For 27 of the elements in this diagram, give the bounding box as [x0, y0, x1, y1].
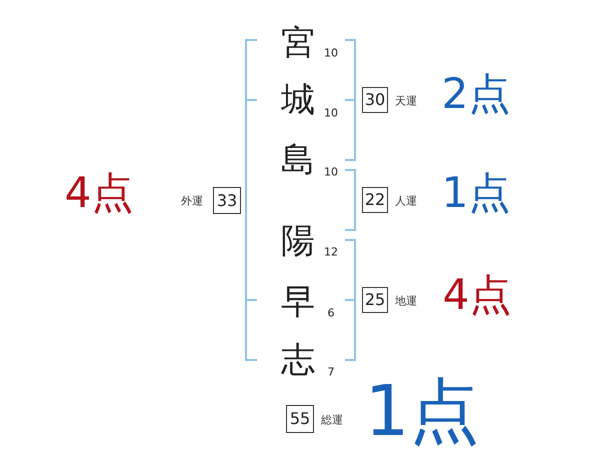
- name-character: 城: [281, 83, 315, 117]
- name-character: 早: [281, 285, 315, 319]
- score-box: 55: [286, 405, 314, 433]
- fortune-label: 外運: [181, 196, 203, 206]
- score-box: 33: [213, 187, 241, 214]
- stroke-count: 12: [324, 246, 338, 258]
- stroke-count: 7: [328, 366, 334, 378]
- score-points: 2点: [442, 73, 510, 115]
- stroke-count: 10: [324, 48, 338, 58]
- total-score-points: 1点: [364, 376, 480, 446]
- stroke-count: 6: [328, 308, 334, 318]
- name-character: 陽: [281, 224, 315, 258]
- score-points: 4点: [64, 172, 134, 214]
- stroke-count: 10: [324, 166, 338, 178]
- score-box: 22: [362, 187, 388, 213]
- score-box: 30: [362, 87, 388, 113]
- score-points: 4点: [442, 274, 512, 316]
- fortune-label: 人運: [395, 196, 417, 206]
- name-character: 志: [281, 343, 315, 377]
- fortune-label: 地運: [395, 296, 417, 306]
- name-character: 宮: [281, 26, 315, 60]
- name-character: 島: [281, 143, 315, 177]
- score-box: 25: [362, 287, 388, 313]
- fortune-label: 天運: [395, 96, 417, 106]
- stroke-count: 10: [324, 108, 338, 118]
- fortune-label: 総運: [321, 414, 343, 426]
- score-points: 1点: [442, 172, 510, 214]
